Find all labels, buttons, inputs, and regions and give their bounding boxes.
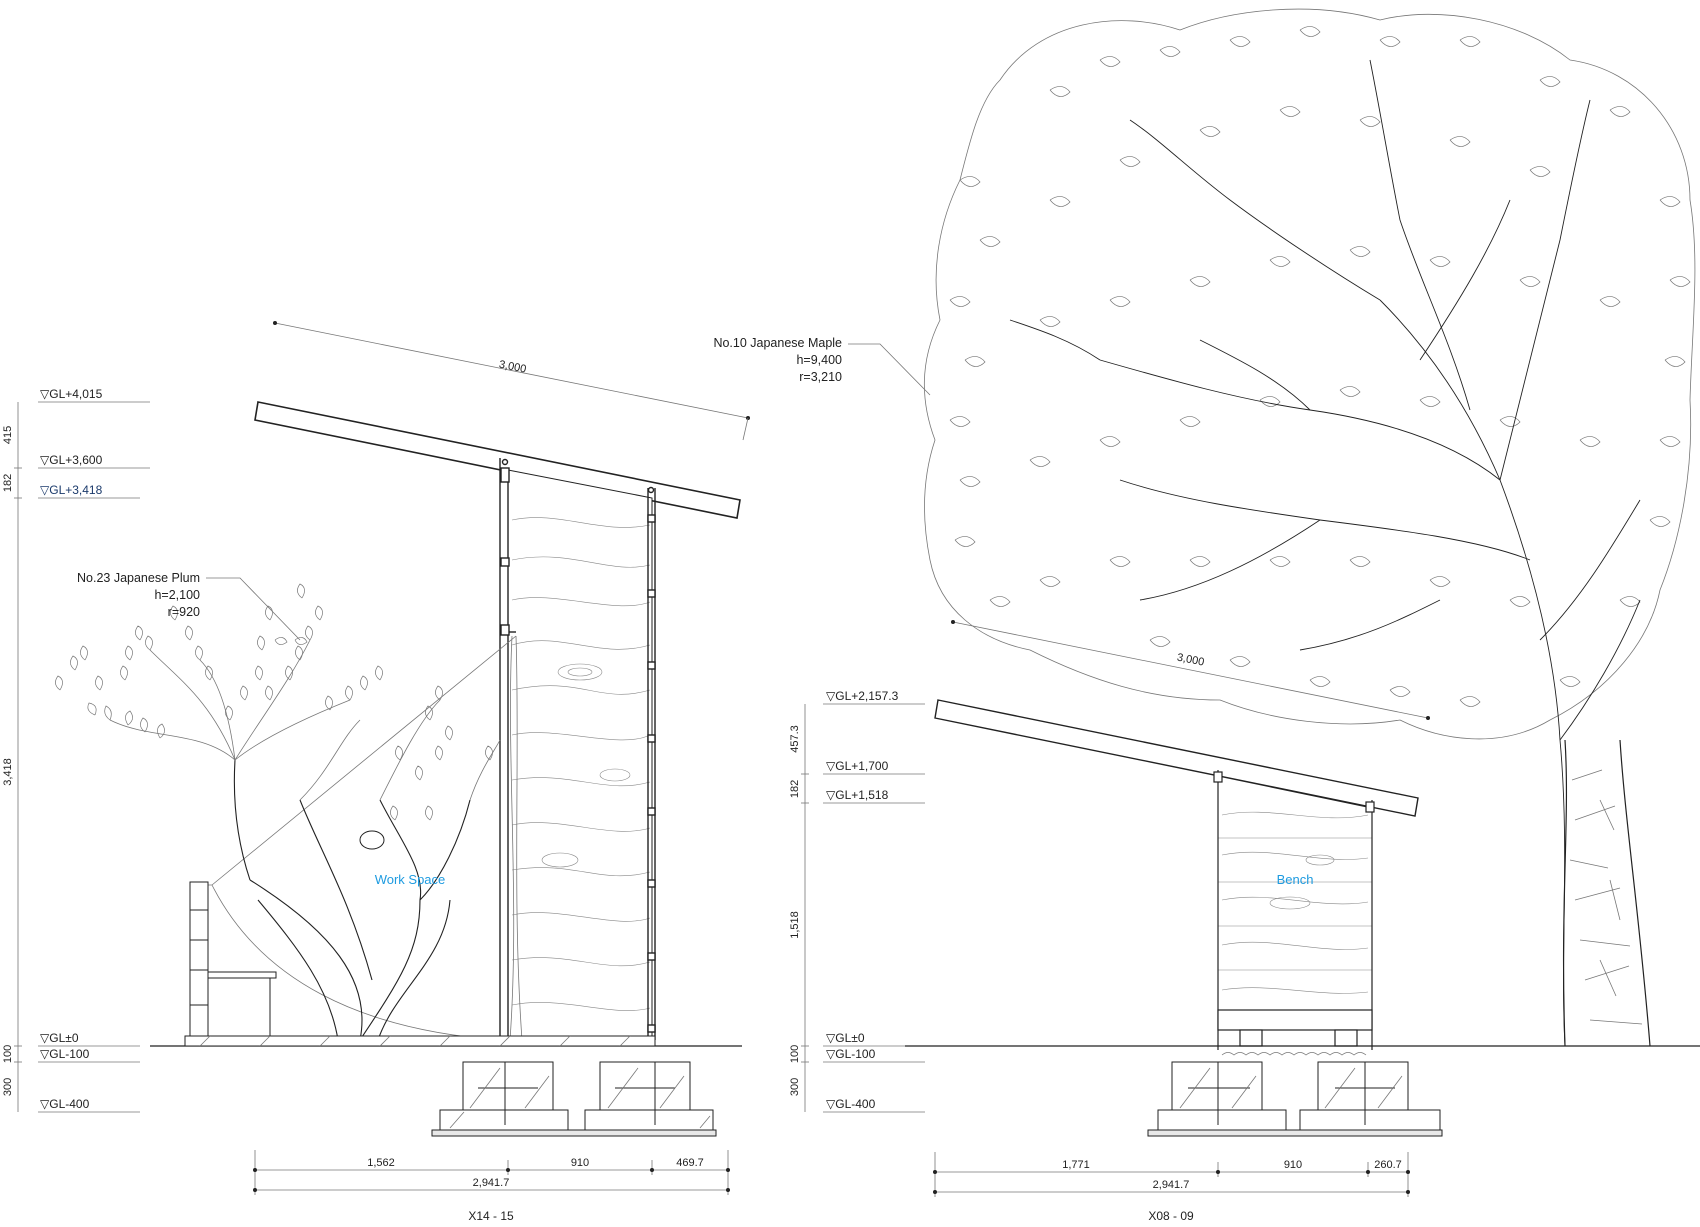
vdim-300-right: 300 — [789, 1078, 801, 1096]
vdim-300: 300 — [2, 1078, 14, 1096]
right-footings — [1147, 1061, 1443, 1137]
left-dim-1562: 1,562 — [367, 1157, 395, 1169]
right-roof-dimension: 3,000 — [951, 620, 1430, 720]
level-gl-m400-right: ▽GL-400 — [826, 1097, 876, 1111]
left-section: ▽GL+4,015 ▽GL+3,600 ▽GL+3,418 ▽GL±0 ▽GL-… — [2, 321, 750, 1223]
level-gl-1700: ▽GL+1,700 — [826, 759, 889, 773]
left-caption: X14 - 15 — [468, 1209, 514, 1223]
right-vertical-dimension: 457.3 182 1,518 100 300 — [789, 704, 809, 1112]
level-gl-m100: ▽GL-100 — [40, 1047, 90, 1061]
left-dim-910: 910 — [571, 1157, 589, 1169]
right-bottom-dimensions: 1,771 910 260.7 2,941.7 X08 - 09 — [933, 1152, 1410, 1223]
work-space-label: Work Space — [375, 872, 446, 887]
left-footings — [431, 1061, 717, 1137]
left-roof-length: 3,000 — [498, 359, 527, 376]
left-vertical-dimension: 415 182 3,418 100 300 — [2, 402, 22, 1112]
plum-name: No.23 Japanese Plum — [77, 571, 200, 585]
right-dim-2607: 260.7 — [1374, 1159, 1402, 1171]
level-gl-3600: ▽GL+3,600 — [40, 453, 103, 467]
left-frame — [499, 458, 656, 1040]
vdim-3418: 3,418 — [2, 758, 14, 786]
maple-height: h=9,400 — [796, 353, 842, 367]
right-level-labels: ▽GL+2,157.3 ▽GL+1,700 ▽GL+1,518 ▽GL±0 ▽G… — [826, 689, 899, 1111]
left-curtain-edge — [509, 635, 515, 1041]
japanese-maple-tree — [923, 8, 1696, 1047]
left-dim-total: 2,941.7 — [473, 1177, 510, 1189]
right-level-lines — [823, 703, 925, 1113]
japanese-plum-tree — [55, 583, 501, 1041]
left-roof-dimension: 3,000 — [273, 321, 750, 441]
maple-name: No.10 Japanese Maple — [713, 336, 842, 350]
plum-height: h=2,100 — [154, 588, 200, 602]
left-roof-slab — [254, 401, 741, 519]
left-timber-wall — [507, 469, 653, 1041]
left-ground — [150, 1035, 742, 1047]
vdim-4573: 457.3 — [789, 725, 801, 753]
level-gl-m100-right: ▽GL-100 — [826, 1047, 876, 1061]
right-roof-length: 3,000 — [1176, 652, 1205, 669]
left-level-labels: ▽GL+4,015 ▽GL+3,600 ▽GL+3,418 ▽GL±0 ▽GL-… — [40, 387, 103, 1111]
right-dim-910: 910 — [1284, 1159, 1302, 1171]
right-dim-1771: 1,771 — [1062, 1159, 1090, 1171]
right-dim-total: 2,941.7 — [1153, 1179, 1190, 1191]
vdim-182-right: 182 — [789, 780, 801, 798]
left-level-lines — [38, 401, 150, 1113]
plum-annotation: No.23 Japanese Plum h=2,100 r=920 — [77, 571, 301, 641]
vdim-182: 182 — [2, 474, 14, 492]
level-gl-0-right: ▽GL±0 — [826, 1031, 865, 1045]
level-gl-2157: ▽GL+2,157.3 — [826, 689, 899, 703]
left-curtain — [515, 635, 523, 1041]
left-bottom-dimensions: 1,562 910 469.7 2,941.7 X14 - 15 — [253, 1150, 730, 1223]
bench-label: Bench — [1277, 872, 1314, 887]
level-gl-m400: ▽GL-400 — [40, 1097, 90, 1111]
vdim-415: 415 — [2, 426, 14, 444]
vdim-100-right: 100 — [789, 1045, 801, 1063]
right-caption: X08 - 09 — [1148, 1209, 1194, 1223]
maple-annotation: No.10 Japanese Maple h=9,400 r=3,210 — [713, 336, 931, 396]
level-gl-3418: ▽GL+3,418 — [40, 483, 103, 497]
plum-radius: r=920 — [168, 605, 200, 619]
vdim-1518: 1,518 — [789, 911, 801, 939]
level-gl-0: ▽GL±0 — [40, 1031, 79, 1045]
level-gl-4015: ▽GL+4,015 — [40, 387, 103, 401]
left-dim-4697: 469.7 — [676, 1157, 704, 1169]
right-section: No.10 Japanese Maple h=9,400 r=3,210 ▽GL… — [713, 8, 1700, 1223]
right-roof-slab — [934, 699, 1419, 817]
maple-trunk — [1562, 739, 1651, 1047]
level-gl-1518: ▽GL+1,518 — [826, 788, 889, 802]
vdim-100: 100 — [2, 1045, 14, 1063]
right-bench-wall — [1213, 770, 1375, 1056]
maple-radius: r=3,210 — [799, 370, 842, 384]
